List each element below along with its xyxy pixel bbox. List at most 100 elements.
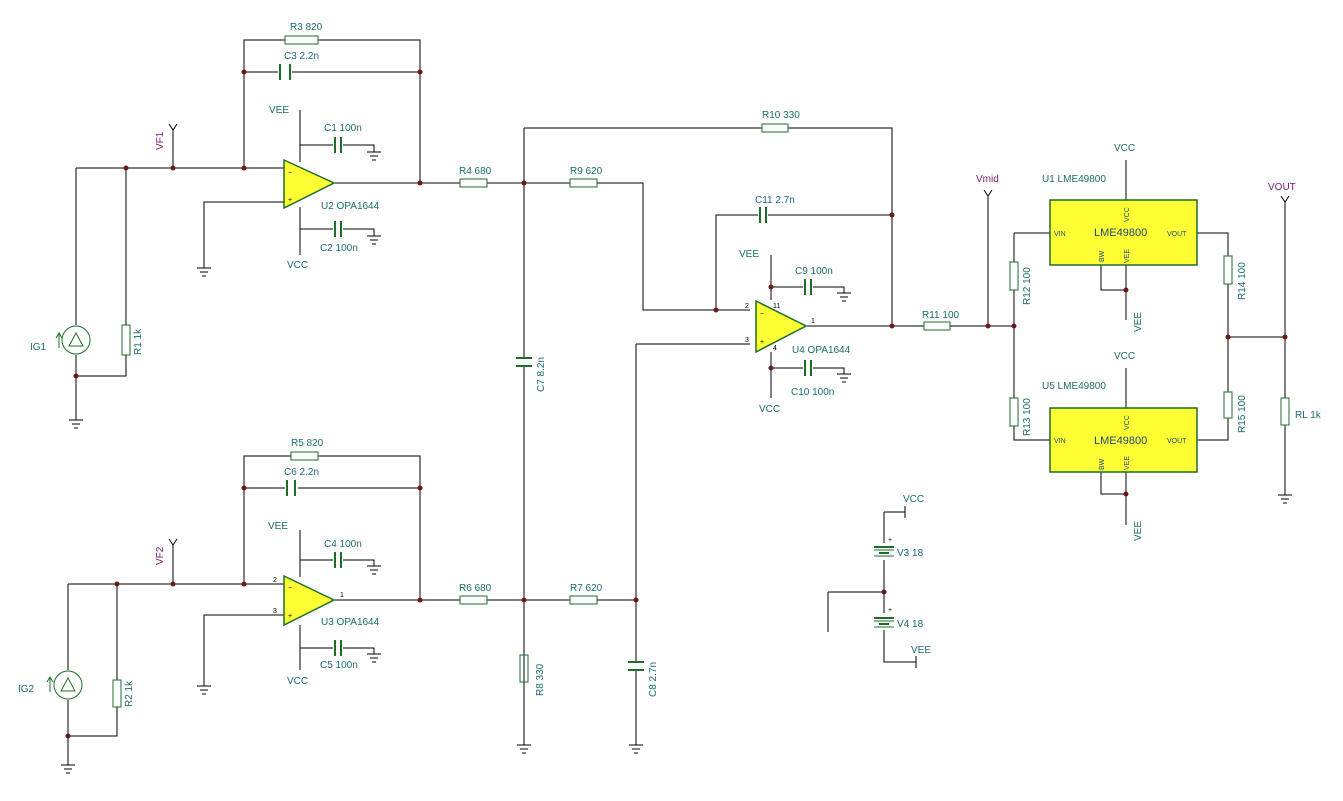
label-u4: U4 OPA1644 (792, 345, 851, 356)
chip-vee-u1: VEE (1124, 249, 1131, 263)
label-r12: R12 100 (1022, 267, 1033, 305)
chip-bw-u1: BW (1099, 250, 1106, 262)
label-rl: RL 1k (1295, 410, 1322, 421)
r4-resistor (459, 178, 488, 188)
pin-3-u4: 3 (745, 337, 749, 344)
r12-resistor (1009, 261, 1019, 291)
label-c5: C5 100n (320, 660, 358, 671)
label-u3: U3 OPA1644 (321, 617, 380, 628)
chip-vcc-u1: VCC (1124, 207, 1131, 222)
c6-capacitor (286, 480, 296, 496)
pin-1-u3: 1 (340, 592, 344, 599)
svg-text:+: + (288, 613, 292, 620)
chip-vin-u5: VIN (1054, 438, 1066, 445)
node-flag-vout (1280, 195, 1290, 203)
r6-resistor (459, 595, 488, 605)
label-c2: C2 100n (320, 243, 358, 254)
label-v3: V3 18 (897, 548, 924, 559)
rl-resistor (1280, 397, 1290, 426)
label-vout: VOUT (1268, 182, 1296, 193)
label-c11: C11 2.7n (755, 195, 795, 206)
ground-u2-plus (197, 267, 211, 277)
chip-vout-u5: VOUT (1167, 438, 1187, 445)
label-vcc-u4: VCC (759, 404, 780, 415)
label-ig2: IG2 (18, 684, 35, 695)
filter-network: − + 2 3 1 11 4 R4 680 R9 620 R10 330 R6 … (459, 110, 960, 754)
label-vee-u5: VEE (1133, 521, 1144, 541)
r13-resistor (1009, 397, 1019, 427)
label-r10: R10 330 (762, 110, 800, 121)
label-vee-u3: VEE (268, 521, 288, 532)
lme49800-u5: LME49800 VIN VOUT VCC VEE BW (1049, 407, 1198, 473)
opamp-u4: − + 2 3 1 11 4 (745, 299, 815, 354)
power-supply: + + VCC VEE V3 18 V4 18 (827, 494, 931, 668)
label-vmid: Vmid (976, 174, 999, 185)
label-vf1: VF1 (155, 131, 166, 150)
chip-vee-u5: VEE (1124, 456, 1131, 470)
svg-text:+: + (288, 197, 292, 204)
ground-rl (1278, 494, 1292, 504)
pin-2-u4: 2 (745, 303, 749, 310)
pin-11-u4: 11 (773, 303, 780, 310)
label-vee-supply: VEE (911, 645, 931, 656)
ground-c1 (367, 151, 381, 161)
node-flag-vf1 (168, 123, 178, 131)
label-c10: C10 100n (791, 387, 834, 398)
label-vcc-u5: VCC (1114, 351, 1135, 362)
pin-3-u3: 3 (273, 608, 277, 615)
label-u2: U2 OPA1644 (321, 201, 380, 212)
label-c7: C7 8.2n (536, 357, 547, 392)
ig1-current-source (55, 325, 91, 355)
c9-capacitor (804, 279, 812, 295)
ig2-current-source (46, 670, 83, 700)
label-r13: R13 100 (1022, 398, 1033, 436)
r15-resistor (1223, 391, 1233, 419)
chip-vin-u1: VIN (1054, 231, 1066, 238)
lme49800-u1: LME49800 VIN VOUT VCC VEE BW (1049, 199, 1198, 266)
v3-battery: + (874, 537, 894, 557)
r10-resistor (761, 123, 789, 133)
label-c3: C3 2.2n (284, 51, 319, 62)
label-r7: R7 620 (570, 583, 603, 594)
c11-capacitor (759, 207, 767, 223)
label-r2: R2 1k (124, 680, 135, 707)
label-r6: R6 680 (459, 583, 492, 594)
chip-vout-u1: VOUT (1167, 231, 1187, 238)
r3-resistor (284, 35, 319, 45)
ground-u3-plus (197, 685, 211, 695)
ground-ig2 (61, 764, 75, 774)
label-ig1: IG1 (30, 342, 47, 353)
label-r11: R11 100 (922, 310, 960, 321)
ground-c8 (629, 744, 643, 754)
ground-c5 (367, 653, 381, 663)
chip-name-u5: LME49800 (1094, 435, 1147, 447)
ground-c4 (367, 565, 381, 575)
label-vcc-u3: VCC (287, 676, 308, 687)
c7-capacitor (516, 357, 532, 367)
pin-1-u4: 1 (811, 318, 815, 325)
label-vee-u1: VEE (1133, 312, 1144, 332)
c8-capacitor (628, 661, 644, 671)
label-c6: C6 2.2n (284, 467, 319, 478)
label-v4: V4 18 (897, 619, 924, 630)
label-u1: U1 LME49800 (1042, 174, 1106, 185)
c2-capacitor (334, 221, 342, 237)
v4-battery: + (874, 607, 894, 628)
node-flag-vf2 (168, 538, 178, 546)
ground-ig1 (69, 419, 83, 429)
r9-resistor (569, 178, 598, 188)
ground-r8 (517, 744, 531, 754)
stage-1: − + R3 820 C3 2.2n C1 100n C2 100n U2 OP… (30, 22, 460, 429)
label-vee-u4: VEE (739, 249, 759, 260)
c3-capacitor (279, 64, 291, 80)
label-c4: C4 100n (324, 539, 362, 550)
ground-c2 (367, 235, 381, 245)
chip-vcc-u5: VCC (1124, 415, 1131, 430)
chip-name-u1: LME49800 (1094, 227, 1147, 239)
r5-resistor (290, 451, 319, 461)
pin-4-u4: 4 (773, 345, 777, 352)
ground-c10 (837, 373, 851, 383)
label-r14: R14 100 (1237, 262, 1248, 300)
